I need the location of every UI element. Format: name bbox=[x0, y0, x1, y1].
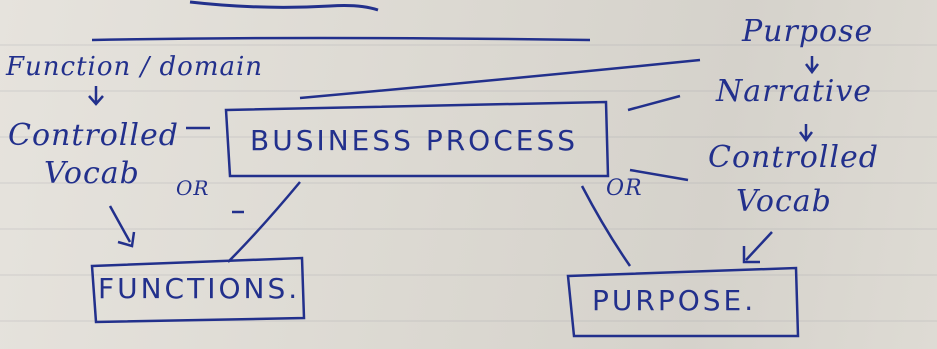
left-note-function-domain: Function / domain bbox=[6, 52, 264, 82]
right-note-controlled: Controlled bbox=[708, 140, 879, 175]
center-box-label: BUSINESS PROCESS bbox=[250, 124, 578, 157]
right-connector-2 bbox=[629, 168, 689, 182]
or-left: OR bbox=[176, 176, 210, 200]
line-to-functions bbox=[227, 181, 301, 263]
top-line bbox=[91, 36, 591, 42]
arrow-down-left-top bbox=[88, 86, 104, 106]
purpose-label: PURPOSE. bbox=[592, 284, 757, 317]
functions-label: FUNCTIONS. bbox=[98, 272, 301, 305]
arrow-down-left-bottom bbox=[108, 205, 136, 248]
line-to-purpose bbox=[580, 185, 632, 267]
right-note-narrative: Narrative bbox=[716, 74, 873, 109]
left-note-controlled: Controlled bbox=[8, 118, 179, 153]
arrow-down-right-1 bbox=[805, 56, 819, 75]
left-note-vocab: Vocab bbox=[44, 156, 140, 191]
arrow-down-right-3 bbox=[742, 231, 773, 264]
right-note-vocab: Vocab bbox=[736, 184, 832, 219]
or-right: OR bbox=[606, 176, 643, 201]
functions-box-border bbox=[90, 256, 306, 324]
center-box-border bbox=[224, 100, 610, 178]
upper-connector-line bbox=[299, 58, 701, 100]
top-scribble bbox=[189, 0, 379, 12]
arrow-down-right-2 bbox=[799, 124, 813, 143]
right-note-purpose: Purpose bbox=[742, 14, 874, 49]
purpose-box-border bbox=[566, 266, 800, 338]
right-connector-1 bbox=[627, 94, 681, 112]
